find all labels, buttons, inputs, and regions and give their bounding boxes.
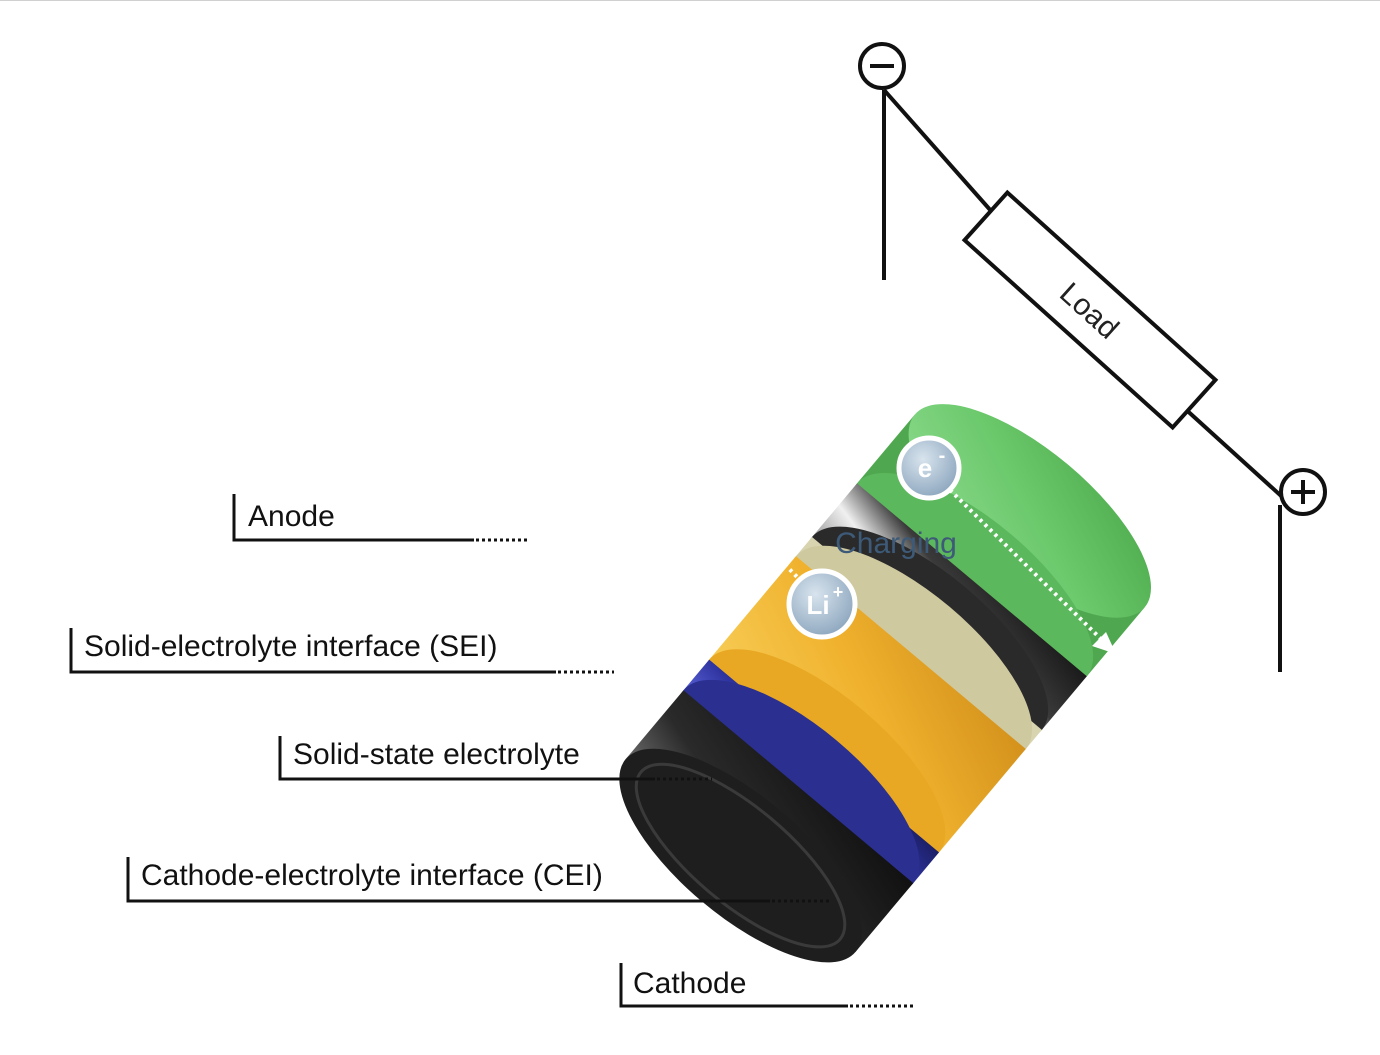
- circuit-wires: [882, 88, 1292, 672]
- cei-leader: [126, 857, 770, 903]
- load-resistor: Load: [961, 189, 1219, 431]
- top-divider: [0, 0, 1380, 1]
- cei-label: Cathode-electrolyte interface (CEI): [141, 859, 603, 892]
- sei-leader: [69, 628, 556, 674]
- positive-terminal: [1279, 468, 1327, 516]
- electron-charge: -: [939, 445, 946, 467]
- electrolyte-label: Solid-state electrolyte: [293, 738, 580, 771]
- electron-symbol: e: [918, 453, 932, 483]
- lithium-ion-symbol: Li: [806, 590, 829, 620]
- positive-diagonal-wire: [1180, 404, 1292, 506]
- ion-transport-arrow: [650, 428, 807, 587]
- cathode-leader: [619, 963, 848, 1008]
- electrolyte-leader: [278, 736, 655, 781]
- lithium-ion-charge: +: [833, 582, 844, 602]
- negative-diagonal-wire: [882, 88, 994, 214]
- callout-lines: [69, 494, 915, 1008]
- electron: e -: [896, 435, 962, 501]
- anode-leader: [232, 494, 474, 542]
- negative-terminal: [858, 42, 906, 90]
- lithium-ion: Li +: [786, 568, 858, 640]
- anode-label: Anode: [248, 500, 335, 533]
- charging-label: Charging: [835, 527, 957, 560]
- anode-layer: [619, 690, 914, 963]
- cathode-label: Cathode: [633, 967, 747, 1000]
- electron-transport-arrow: [948, 488, 1116, 654]
- battery-stack: [619, 404, 1151, 963]
- sei-label: Solid-electrolyte interface (SEI): [84, 630, 498, 663]
